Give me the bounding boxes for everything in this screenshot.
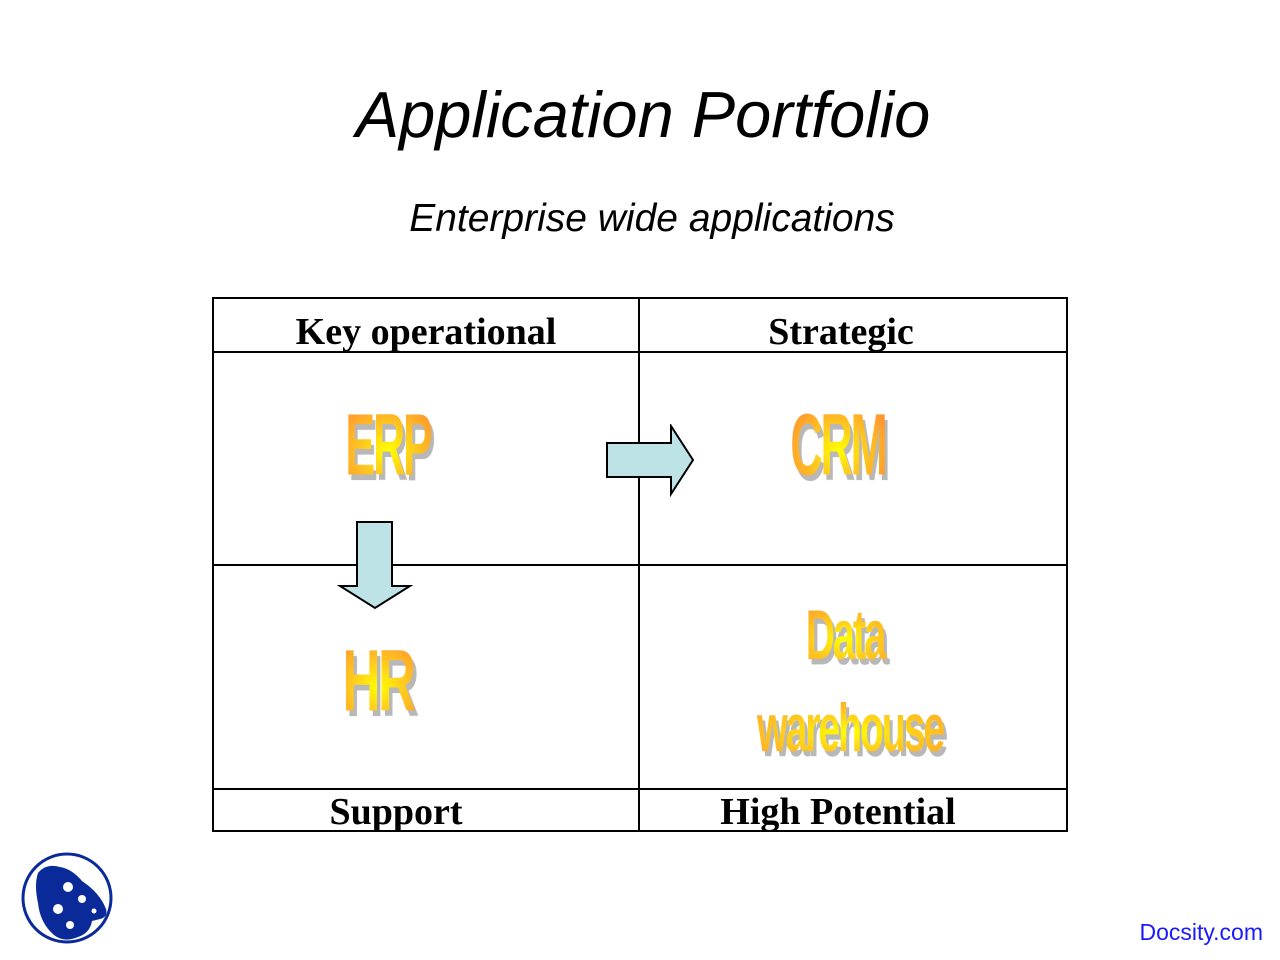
matrix-middle-divider (213, 564, 1068, 566)
app-hr: HR (327, 638, 429, 726)
quadrant-label-high-potential: High Potential (720, 791, 956, 833)
arrow-down-icon (337, 521, 413, 610)
app-data-warehouse-line1: Data (779, 601, 912, 671)
app-data-warehouse-line2: warehouse (713, 695, 987, 763)
quadrant-label-key-operational: Key operational (295, 311, 557, 353)
arrow-right-icon (606, 424, 695, 498)
matrix-border-top (213, 297, 1068, 299)
docsity-logo-icon (21, 852, 113, 944)
matrix-footer-divider (213, 788, 1068, 790)
quadrant-label-support: Support (329, 791, 463, 833)
app-crm: CRM (788, 402, 889, 490)
docsity-link[interactable]: Docsity.com (1139, 919, 1263, 945)
slide-subtitle: Enterprise wide applications (409, 197, 895, 240)
quadrant-label-strategic: Strategic (768, 311, 914, 353)
matrix-header-divider (213, 351, 1068, 353)
app-erp: ERP (338, 402, 439, 490)
matrix-border-bottom (213, 830, 1068, 832)
slide-title: Application Portfolio (355, 78, 931, 151)
